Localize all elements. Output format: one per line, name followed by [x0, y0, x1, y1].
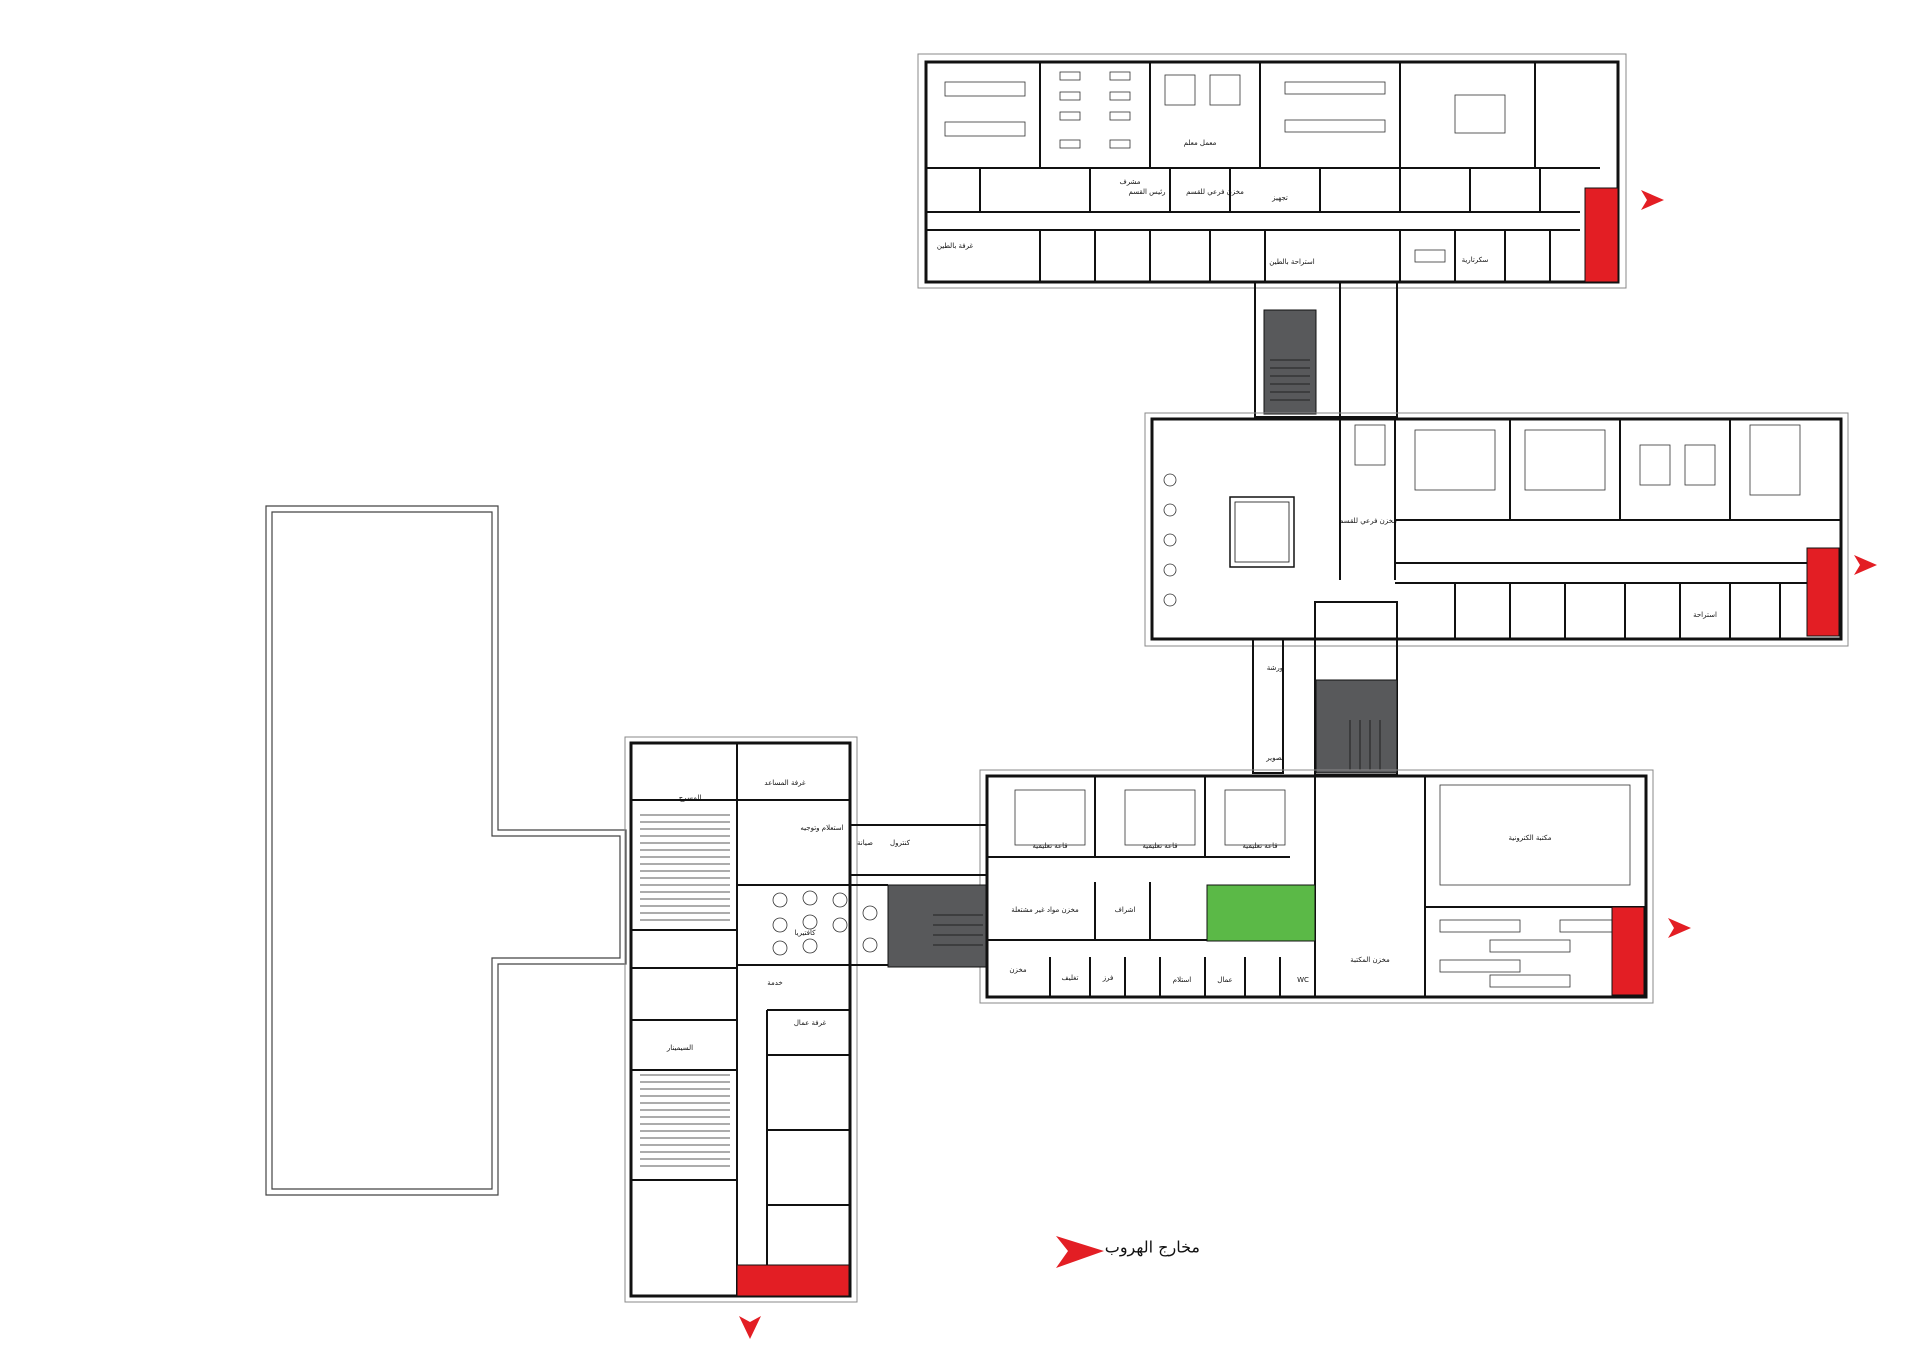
bottom-exit-arrow-icon	[739, 1316, 761, 1339]
label-sorting: فرز	[1102, 974, 1114, 982]
bottom-exit-stair	[736, 1264, 850, 1297]
label-fitting-room: غرفة بالطين	[937, 242, 974, 250]
label-supervision: اشراف	[1115, 906, 1136, 914]
courtyard-outline	[265, 505, 627, 1196]
bottom-wing	[979, 769, 1654, 1004]
label-storage-branch: مخزن فرعي للقسم	[1186, 188, 1244, 196]
label-classroom-a: قاعة تعليمية	[1032, 842, 1067, 850]
label-classroom-b: قاعة تعليمية	[1142, 842, 1177, 850]
stair-core-middle	[1315, 679, 1398, 774]
label-packing: تغليف	[1061, 974, 1078, 982]
label-supervisor: مشرف	[1119, 178, 1140, 186]
legend: مخارج الهروب	[1056, 1236, 1200, 1268]
label-service: خدمة	[767, 979, 783, 987]
label-nonflam-storage: مخزن مواد غير مشتعلة	[1011, 906, 1079, 914]
stair-core-lower	[887, 884, 987, 968]
label-storage: مخزن	[1009, 966, 1027, 974]
label-cafeteria: كافتيريا	[795, 929, 817, 937]
label-stage: المسرح	[679, 794, 702, 802]
top-wing-furniture	[944, 71, 1506, 263]
top-wing	[917, 53, 1627, 289]
label-workshop: ورشة	[1267, 664, 1283, 672]
label-workers: عمال	[1217, 976, 1232, 984]
middle-wing-furniture	[1163, 424, 1801, 607]
legend-label: مخارج الهروب	[1105, 1238, 1200, 1258]
label-maintenance: صيانة	[857, 839, 873, 847]
label-director-room: غرفة المساعد	[764, 779, 806, 787]
label-symposium: السيمينار	[666, 1044, 693, 1052]
label-prep: تجهيز	[1271, 194, 1288, 202]
label-copy: تصوير	[1265, 754, 1283, 762]
stair-core-lower-treads	[933, 914, 983, 946]
green-stair	[1206, 884, 1316, 942]
label-rest: استراحة	[1693, 611, 1717, 619]
label-reception: استعلام وتوجيه	[800, 824, 843, 832]
stair-core-upper	[1263, 309, 1317, 415]
stair-core-middle-treads	[1349, 720, 1381, 770]
room-labels: معمل معلم مخزن فرعي للقسم رئيس القسم مشر…	[666, 139, 1717, 1052]
label-secretary: سكرتارية	[1462, 256, 1489, 264]
top-exit-stair	[1584, 187, 1619, 283]
cafeteria-tables	[772, 890, 878, 956]
right-exit-arrow-icon	[1668, 918, 1691, 938]
label-library: مكتبة الكترونية	[1509, 834, 1552, 842]
bottom-wing-furniture	[1014, 784, 1631, 988]
label-storage-branch-b: مخزن فرعي للقسم	[1339, 517, 1397, 525]
label-dept-head: رئيس القسم	[1128, 188, 1165, 196]
legend-exit-arrow-icon	[1056, 1236, 1104, 1268]
top-connector	[1254, 281, 1398, 418]
label-wc: WC	[1297, 976, 1309, 984]
label-receiving: استلام	[1173, 976, 1191, 984]
middle-wing	[1144, 412, 1849, 647]
middle-exit-stair	[1806, 547, 1840, 637]
label-control: كنترول	[890, 839, 911, 847]
label-teachers-lab: معمل معلم	[1184, 139, 1217, 147]
stair-core-upper-treads	[1270, 359, 1310, 401]
label-rest-room: استراحة بالطين	[1269, 258, 1314, 266]
top-exit-arrow-icon	[1641, 190, 1664, 210]
right-exit-stair	[1611, 906, 1645, 996]
label-workers-room: غرفة عمال	[794, 1019, 827, 1027]
label-classroom-c: قاعة تعليمية	[1242, 842, 1277, 850]
left-link	[849, 824, 988, 876]
label-library-storage: مخزن المكتبة	[1350, 956, 1390, 964]
auditorium-seating	[640, 814, 730, 1167]
middle-exit-arrow-icon	[1854, 555, 1877, 575]
